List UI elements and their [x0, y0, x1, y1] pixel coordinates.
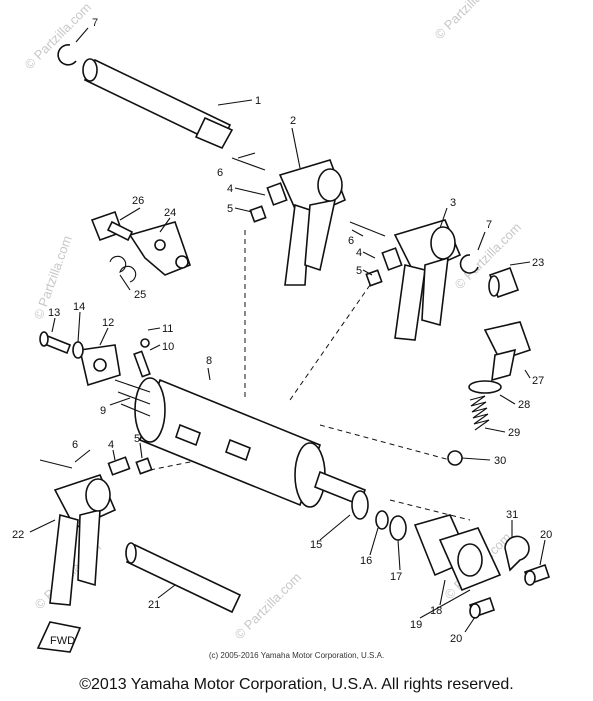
callout-24: 24 [164, 207, 176, 219]
stopper-bolt [90, 210, 134, 242]
callout-10: 10 [162, 341, 174, 353]
callout-18: 18 [430, 605, 442, 617]
callout-7-upper: 7 [92, 17, 98, 29]
circlip-right [459, 254, 479, 274]
callout-16: 16 [360, 555, 372, 567]
callout-3: 3 [450, 197, 456, 209]
shift-fork-right [393, 219, 462, 341]
lead-wire-clamp [504, 535, 530, 572]
callout-28: 28 [518, 399, 530, 411]
front-marker-text: FWD [50, 635, 75, 647]
callout-1: 1 [255, 95, 261, 107]
callout-21: 21 [148, 599, 160, 611]
callout-4-right: 4 [356, 247, 362, 259]
cam-pin [133, 350, 151, 378]
guide-pin-lower [135, 457, 153, 475]
collar-drum [375, 510, 389, 530]
callout-2: 2 [290, 115, 296, 127]
stopper-spring [109, 255, 137, 283]
cotter-pin-right [349, 221, 386, 237]
callout-25: 25 [134, 289, 146, 301]
callout-4-upper: 4 [227, 183, 233, 195]
side-plate [79, 344, 121, 387]
callout-31: 31 [506, 509, 518, 521]
screw-side-plate [39, 331, 72, 355]
side-cover [438, 527, 502, 592]
gasket-plug [468, 380, 502, 394]
callout-4-lower: 4 [108, 439, 114, 451]
callout-19: 19 [410, 619, 422, 631]
roller-upper [249, 205, 267, 223]
callout-30: 30 [494, 455, 506, 467]
washer-drum [351, 490, 369, 520]
washer-side-plate [72, 341, 84, 359]
cotter-pin-lower [39, 459, 73, 469]
callout-5-lower: 5 [134, 433, 140, 445]
callout-8: 8 [206, 355, 212, 367]
callout-7-right: 7 [486, 219, 492, 231]
collar [488, 266, 520, 299]
callout-6-lower: 6 [72, 439, 78, 451]
callout-labels: 1 2 3 4 4 4 5 5 5 6 6 6 7 7 8 9 10 11 12… [12, 17, 552, 645]
guide-pin-right [381, 247, 403, 271]
cam-pin-small [140, 338, 150, 348]
callout-5-right: 5 [356, 265, 362, 277]
circlip-drum [389, 515, 407, 541]
callout-6-upper: 6 [217, 167, 223, 179]
shift-fork-lower [49, 474, 117, 606]
front-direction-marker: FWD [36, 621, 82, 653]
callout-14: 14 [73, 301, 85, 313]
bolt-cover-right [523, 563, 551, 586]
watermark-top-left: © Partzilla.com [22, 0, 95, 72]
bolt-cover-lower [468, 596, 496, 619]
spring-stopper [469, 395, 490, 431]
shift-fork-upper [278, 159, 347, 286]
guide-pin-upper [266, 182, 288, 206]
callout-22: 22 [12, 529, 24, 541]
callout-20-right: 20 [540, 529, 552, 541]
callout-6-right: 6 [348, 235, 354, 247]
cam-pin-set [114, 379, 151, 417]
callout-27: 27 [532, 375, 544, 387]
circlip-upper [57, 44, 77, 66]
shift-cam-drum [134, 377, 366, 508]
callout-17: 17 [390, 571, 402, 583]
shift-fork-shaft-lower [125, 542, 242, 614]
callout-15: 15 [310, 539, 322, 551]
callout-11: 11 [162, 323, 173, 335]
callout-23: 23 [532, 257, 544, 269]
callout-13: 13 [48, 307, 60, 319]
callout-26: 26 [132, 195, 144, 207]
plug-bolt [483, 321, 532, 382]
cotter-pin-upper [231, 157, 266, 171]
watermark-top-right: © Partzilla.com [432, 0, 505, 42]
callout-9: 9 [100, 405, 106, 417]
roller-lower [107, 456, 131, 476]
callout-leaders [29, 27, 546, 633]
callout-12: 12 [102, 317, 114, 329]
shift-fork-shaft [82, 58, 234, 150]
callout-29: 29 [508, 427, 520, 439]
callout-20-lower: 20 [450, 633, 462, 645]
callout-5-upper: 5 [227, 203, 233, 215]
stopper-lever [128, 221, 192, 276]
watermark-bottom-center: © Partzilla.com [232, 570, 305, 643]
ball-stopper [447, 450, 463, 466]
copyright-notice: ©2013 Yamaha Motor Corporation, U.S.A. A… [79, 676, 514, 693]
copyright-small: (c) 2005-2016 Yamaha Motor Corporation, … [208, 651, 385, 660]
